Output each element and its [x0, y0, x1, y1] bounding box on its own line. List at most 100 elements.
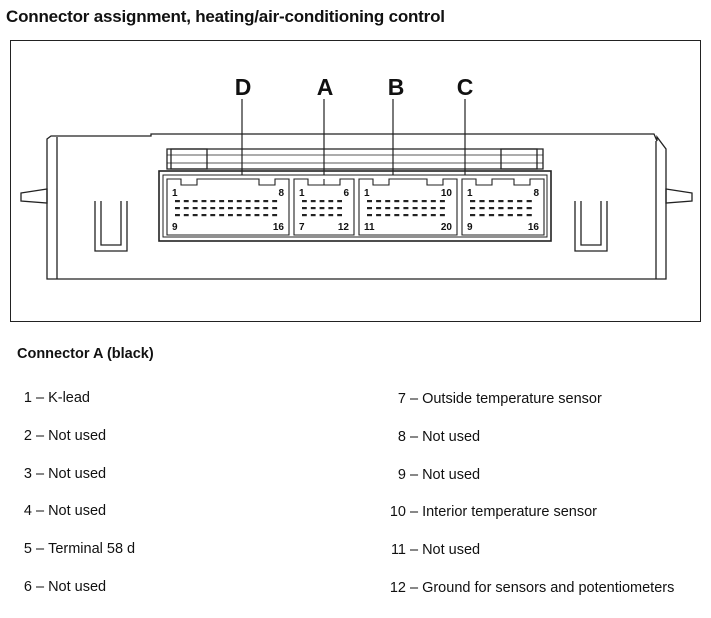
pin-contact: [210, 207, 216, 210]
pin-contact: [228, 207, 233, 210]
pin-contact: [517, 214, 523, 217]
pin-contact: [263, 214, 269, 217]
pin-contact: [183, 207, 189, 210]
pin-contact: [430, 207, 436, 210]
pin-contact: [192, 200, 198, 203]
pin-row: 5–Terminal 58 d: [16, 541, 316, 579]
pin-description: Interior temperature sensor: [422, 504, 597, 521]
pin-contact: [439, 214, 445, 217]
pin-row: 7–Outside temperature sensor: [378, 391, 708, 429]
pin-contact: [245, 200, 251, 203]
pin-description: Not used: [48, 578, 107, 595]
pin-contact: [337, 214, 342, 217]
pin-label: 1: [172, 188, 178, 199]
pin-contact: [394, 214, 400, 217]
pin-contact: [310, 207, 316, 210]
pin-contact: [367, 214, 372, 217]
pin-contact: [403, 207, 409, 210]
pin-contact: [385, 207, 391, 210]
control-unit-housing: [46, 133, 667, 280]
pin-contact: [328, 200, 334, 203]
pin-contact: [219, 200, 225, 203]
pin-contact: [310, 214, 316, 217]
pin-row: 3–Not used: [16, 466, 316, 504]
pin-contact: [470, 200, 476, 203]
pin-contact: [254, 200, 260, 203]
pin-description: K-lead: [48, 390, 90, 406]
pin-contact: [498, 207, 504, 210]
pin-label: 8: [533, 188, 539, 199]
pin-contact: [488, 214, 495, 217]
pin-contact: [421, 207, 427, 210]
pin-label: 16: [528, 222, 540, 233]
pin-contact: [201, 214, 207, 217]
pin-label: 11: [364, 222, 375, 233]
pin-contact: [376, 207, 382, 210]
pin-contact: [228, 200, 233, 203]
pin-contact: [488, 207, 495, 210]
pin-contact: [302, 214, 307, 217]
pin-contact: [254, 207, 260, 210]
pin-contact: [236, 207, 242, 210]
pin-contact: [192, 214, 198, 217]
pin-contact: [337, 207, 342, 210]
pin-contact: [175, 207, 180, 210]
pin-contact: [507, 214, 513, 217]
pin-label: 6: [343, 188, 349, 199]
pin-contact: [263, 207, 269, 210]
pin-contact: [183, 200, 189, 203]
pin-row: 1–K-lead: [16, 390, 316, 428]
pin-contact: [385, 200, 391, 203]
pin-contact: [367, 200, 372, 203]
pin-row: 2–Not used: [16, 428, 316, 466]
pin-contact: [192, 207, 198, 210]
connector-block: [158, 170, 552, 242]
left-slot: [94, 201, 128, 252]
pin-description: Not used: [422, 428, 481, 445]
pin-contact: [254, 214, 260, 217]
pin-row: 4–Not used: [16, 503, 316, 541]
pin-description: Not used: [422, 542, 481, 559]
pin-contact: [498, 200, 504, 203]
pin-contact: [412, 214, 418, 217]
pin-contact: [526, 207, 532, 210]
pin-label: 1: [467, 188, 473, 199]
pin-contact: [319, 200, 325, 203]
pin-number: 1: [23, 390, 32, 406]
pin-contact: [430, 200, 436, 203]
pin-contact: [263, 200, 269, 203]
pin-contact: [245, 207, 251, 210]
pin-number: 8: [397, 428, 406, 445]
pin-contact: [479, 214, 485, 217]
pin-description: Not used: [48, 465, 107, 482]
connector-housing: [461, 178, 545, 236]
pin-contact: [310, 200, 316, 203]
pin-contact: [337, 200, 342, 203]
pin-number: 6: [23, 578, 32, 595]
pin-contact: [302, 207, 307, 210]
pin-contact: [245, 214, 251, 217]
left-clip: [20, 188, 48, 204]
pin-contact: [507, 207, 513, 210]
pin-contact: [376, 200, 382, 203]
pin-contact: [526, 200, 532, 203]
right-clip: [665, 188, 693, 204]
pin-contact: [479, 200, 485, 203]
connector-housing: [358, 178, 458, 236]
pin-contact: [175, 200, 180, 203]
connector-letter: A: [317, 74, 334, 100]
pin-contact: [439, 200, 445, 203]
pin-contact: [175, 214, 180, 217]
pin-contact: [319, 214, 325, 217]
pin-number: 7: [397, 391, 406, 407]
pin-contact: [385, 214, 391, 217]
pin-number: 3: [23, 465, 32, 482]
pin-number: 9: [397, 466, 406, 483]
connector-letter: D: [235, 74, 252, 100]
pin-label: 16: [273, 222, 285, 233]
pin-contact: [394, 200, 400, 203]
pin-contact: [201, 200, 207, 203]
section-heading: Connector A (black): [17, 346, 154, 362]
